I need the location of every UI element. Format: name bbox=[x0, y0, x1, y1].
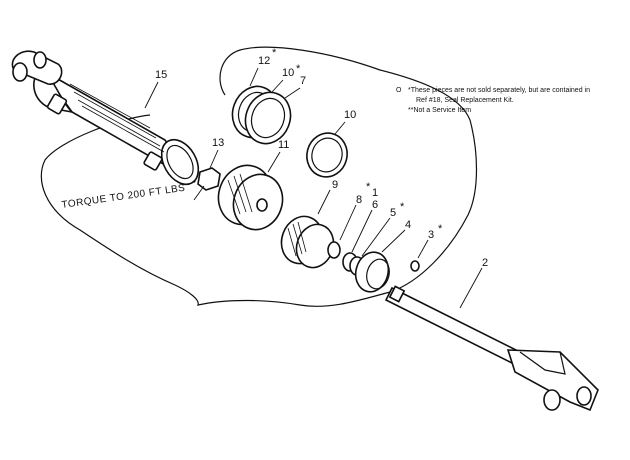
wiper-ring-part bbox=[354, 251, 390, 293]
leader-9 bbox=[317, 189, 331, 215]
callout-star-9: * bbox=[366, 181, 371, 193]
leader-6 bbox=[351, 209, 373, 253]
callout-9: 9 bbox=[332, 179, 338, 191]
note-line-1: *These pieces are not sold separately, b… bbox=[408, 87, 590, 94]
kit-boundary-outline bbox=[40, 46, 478, 307]
leader-7 bbox=[284, 87, 301, 99]
leader-2 bbox=[459, 267, 483, 309]
callout-6: 6 bbox=[372, 199, 378, 211]
seal-rings-upper bbox=[231, 85, 292, 145]
callout-7: 7 bbox=[300, 75, 306, 87]
callout-8: 8 bbox=[356, 194, 362, 206]
leader-10a bbox=[271, 79, 284, 93]
leader-11 bbox=[267, 151, 281, 173]
leader-5 bbox=[361, 217, 391, 257]
callout-11: 11 bbox=[278, 139, 289, 151]
locknut-part bbox=[197, 167, 221, 191]
leader-8 bbox=[339, 204, 357, 241]
note-bullet: O bbox=[396, 87, 402, 94]
callout-4: 4 bbox=[405, 219, 411, 231]
callout-13: 13 bbox=[212, 137, 224, 149]
note-line-3: **Not a Service Item bbox=[408, 107, 471, 114]
note-line-2: Ref #18, Seal Replacement Kit. bbox=[416, 97, 514, 104]
leader-10b bbox=[334, 121, 346, 135]
callout-12: 12 bbox=[258, 55, 270, 67]
callout-star-5: * bbox=[400, 201, 405, 213]
callout-5: 5 bbox=[390, 207, 396, 219]
o-ring-part bbox=[306, 132, 348, 178]
o-ring-inner bbox=[311, 137, 343, 173]
leader-13 bbox=[209, 149, 219, 169]
ring-3-part bbox=[410, 260, 420, 272]
callout-star-3: * bbox=[438, 223, 443, 235]
callout-1: 1 bbox=[372, 187, 378, 199]
leader-12 bbox=[249, 67, 259, 87]
callout-2: 2 bbox=[482, 257, 488, 269]
cylinder-barrel-part bbox=[11, 50, 200, 186]
callout-3: 3 bbox=[428, 229, 434, 241]
callout-star-10a: * bbox=[296, 63, 301, 75]
leader-14 bbox=[144, 81, 159, 109]
leader-torque bbox=[193, 185, 205, 201]
callout-10a: 10 bbox=[282, 67, 294, 79]
gland-part bbox=[280, 215, 335, 269]
callout-10b: 10 bbox=[344, 109, 356, 121]
leader-4 bbox=[381, 229, 406, 253]
leader-3 bbox=[417, 239, 429, 259]
ring-8-part bbox=[327, 241, 341, 259]
torque-label: TORQUE TO 200 FT LBS bbox=[61, 183, 186, 211]
piston-rod-part bbox=[384, 285, 599, 412]
callout-star-12: * bbox=[272, 47, 277, 59]
callout-14: 15 bbox=[155, 69, 167, 81]
piston-head-part bbox=[217, 164, 284, 231]
